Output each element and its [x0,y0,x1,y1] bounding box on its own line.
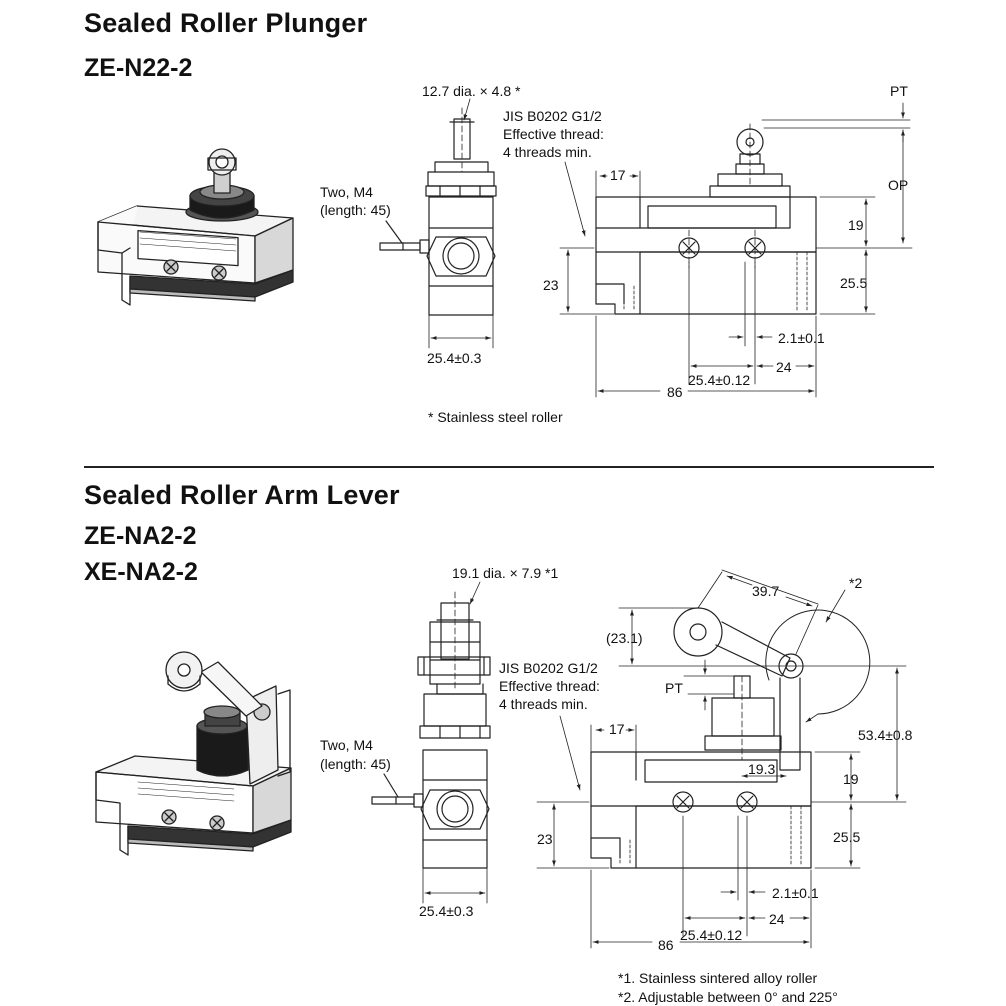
thread-label-2-line3: 4 threads min. [499,696,588,712]
thread-label-2-line1: JIS B0202 G1/2 [499,660,598,676]
roller-dim-label: 12.7 dia. × 4.8 * [422,83,521,99]
dim-25-5-2: 25.5 [833,829,861,845]
dim-23: 23 [543,277,559,293]
dim-25-5: 25.5 [840,275,868,291]
star2-label: *2 [849,575,863,591]
side-view-arm-lever [537,570,906,948]
thread-label-line1: JIS B0202 G1/2 [503,108,602,124]
dim-pt: PT [890,83,908,99]
front-view-arm-lever [372,582,490,903]
screw-label-2-line1: Two, M4 [320,737,373,753]
product-illustration-plunger [98,149,293,305]
thread-label-line3: 4 threads min. [503,144,592,160]
section1-title: Sealed Roller Plunger [84,8,368,38]
thread-label-2-line2: Effective thread: [499,678,600,694]
dim-2-1-2: 2.1±0.1 [772,885,819,901]
dim-86: 86 [667,384,683,400]
screw-label-2-line2: (length: 45) [320,756,391,772]
section1-note: * Stainless steel roller [428,409,563,425]
dim-25-4-012-2: 25.4±0.12 [680,927,743,943]
dim-25-4-012: 25.4±0.12 [688,372,751,388]
screw-label-line1: Two, M4 [320,184,373,200]
dim-17-2: 17 [609,721,625,737]
screw-label-line2: (length: 45) [320,202,391,218]
side-view-plunger [560,103,912,397]
dim-86-2: 86 [658,937,674,953]
dim-pt-2: PT [665,680,683,696]
dim-width-2: 25.4±0.3 [419,903,474,919]
thread-label-line2: Effective thread: [503,126,604,142]
section2-note1: *1. Stainless sintered alloy roller [618,970,818,986]
dim-39-7: 39.7 [752,583,780,599]
dim-width: 25.4±0.3 [427,350,482,366]
dim-19: 19 [848,217,864,233]
dim-23-2: 23 [537,831,553,847]
roller-dim-label-2: 19.1 dia. × 7.9 *1 [452,565,559,581]
section2-model2: XE-NA2-2 [84,558,198,586]
dim-24: 24 [776,359,792,375]
section2-model1: ZE-NA2-2 [84,522,197,550]
dim-2-1: 2.1±0.1 [778,330,825,346]
product-illustration-arm-lever [96,652,291,855]
dim-17: 17 [610,167,626,183]
front-view-plunger [380,99,496,348]
section2-note2: *2. Adjustable between 0° and 225° [618,989,838,1005]
section1-model: ZE-N22-2 [84,54,193,82]
dim-24-2: 24 [769,911,785,927]
section-divider [84,466,934,468]
section2-title: Sealed Roller Arm Lever [84,480,400,510]
dim-19-3: 19.3 [748,761,776,777]
